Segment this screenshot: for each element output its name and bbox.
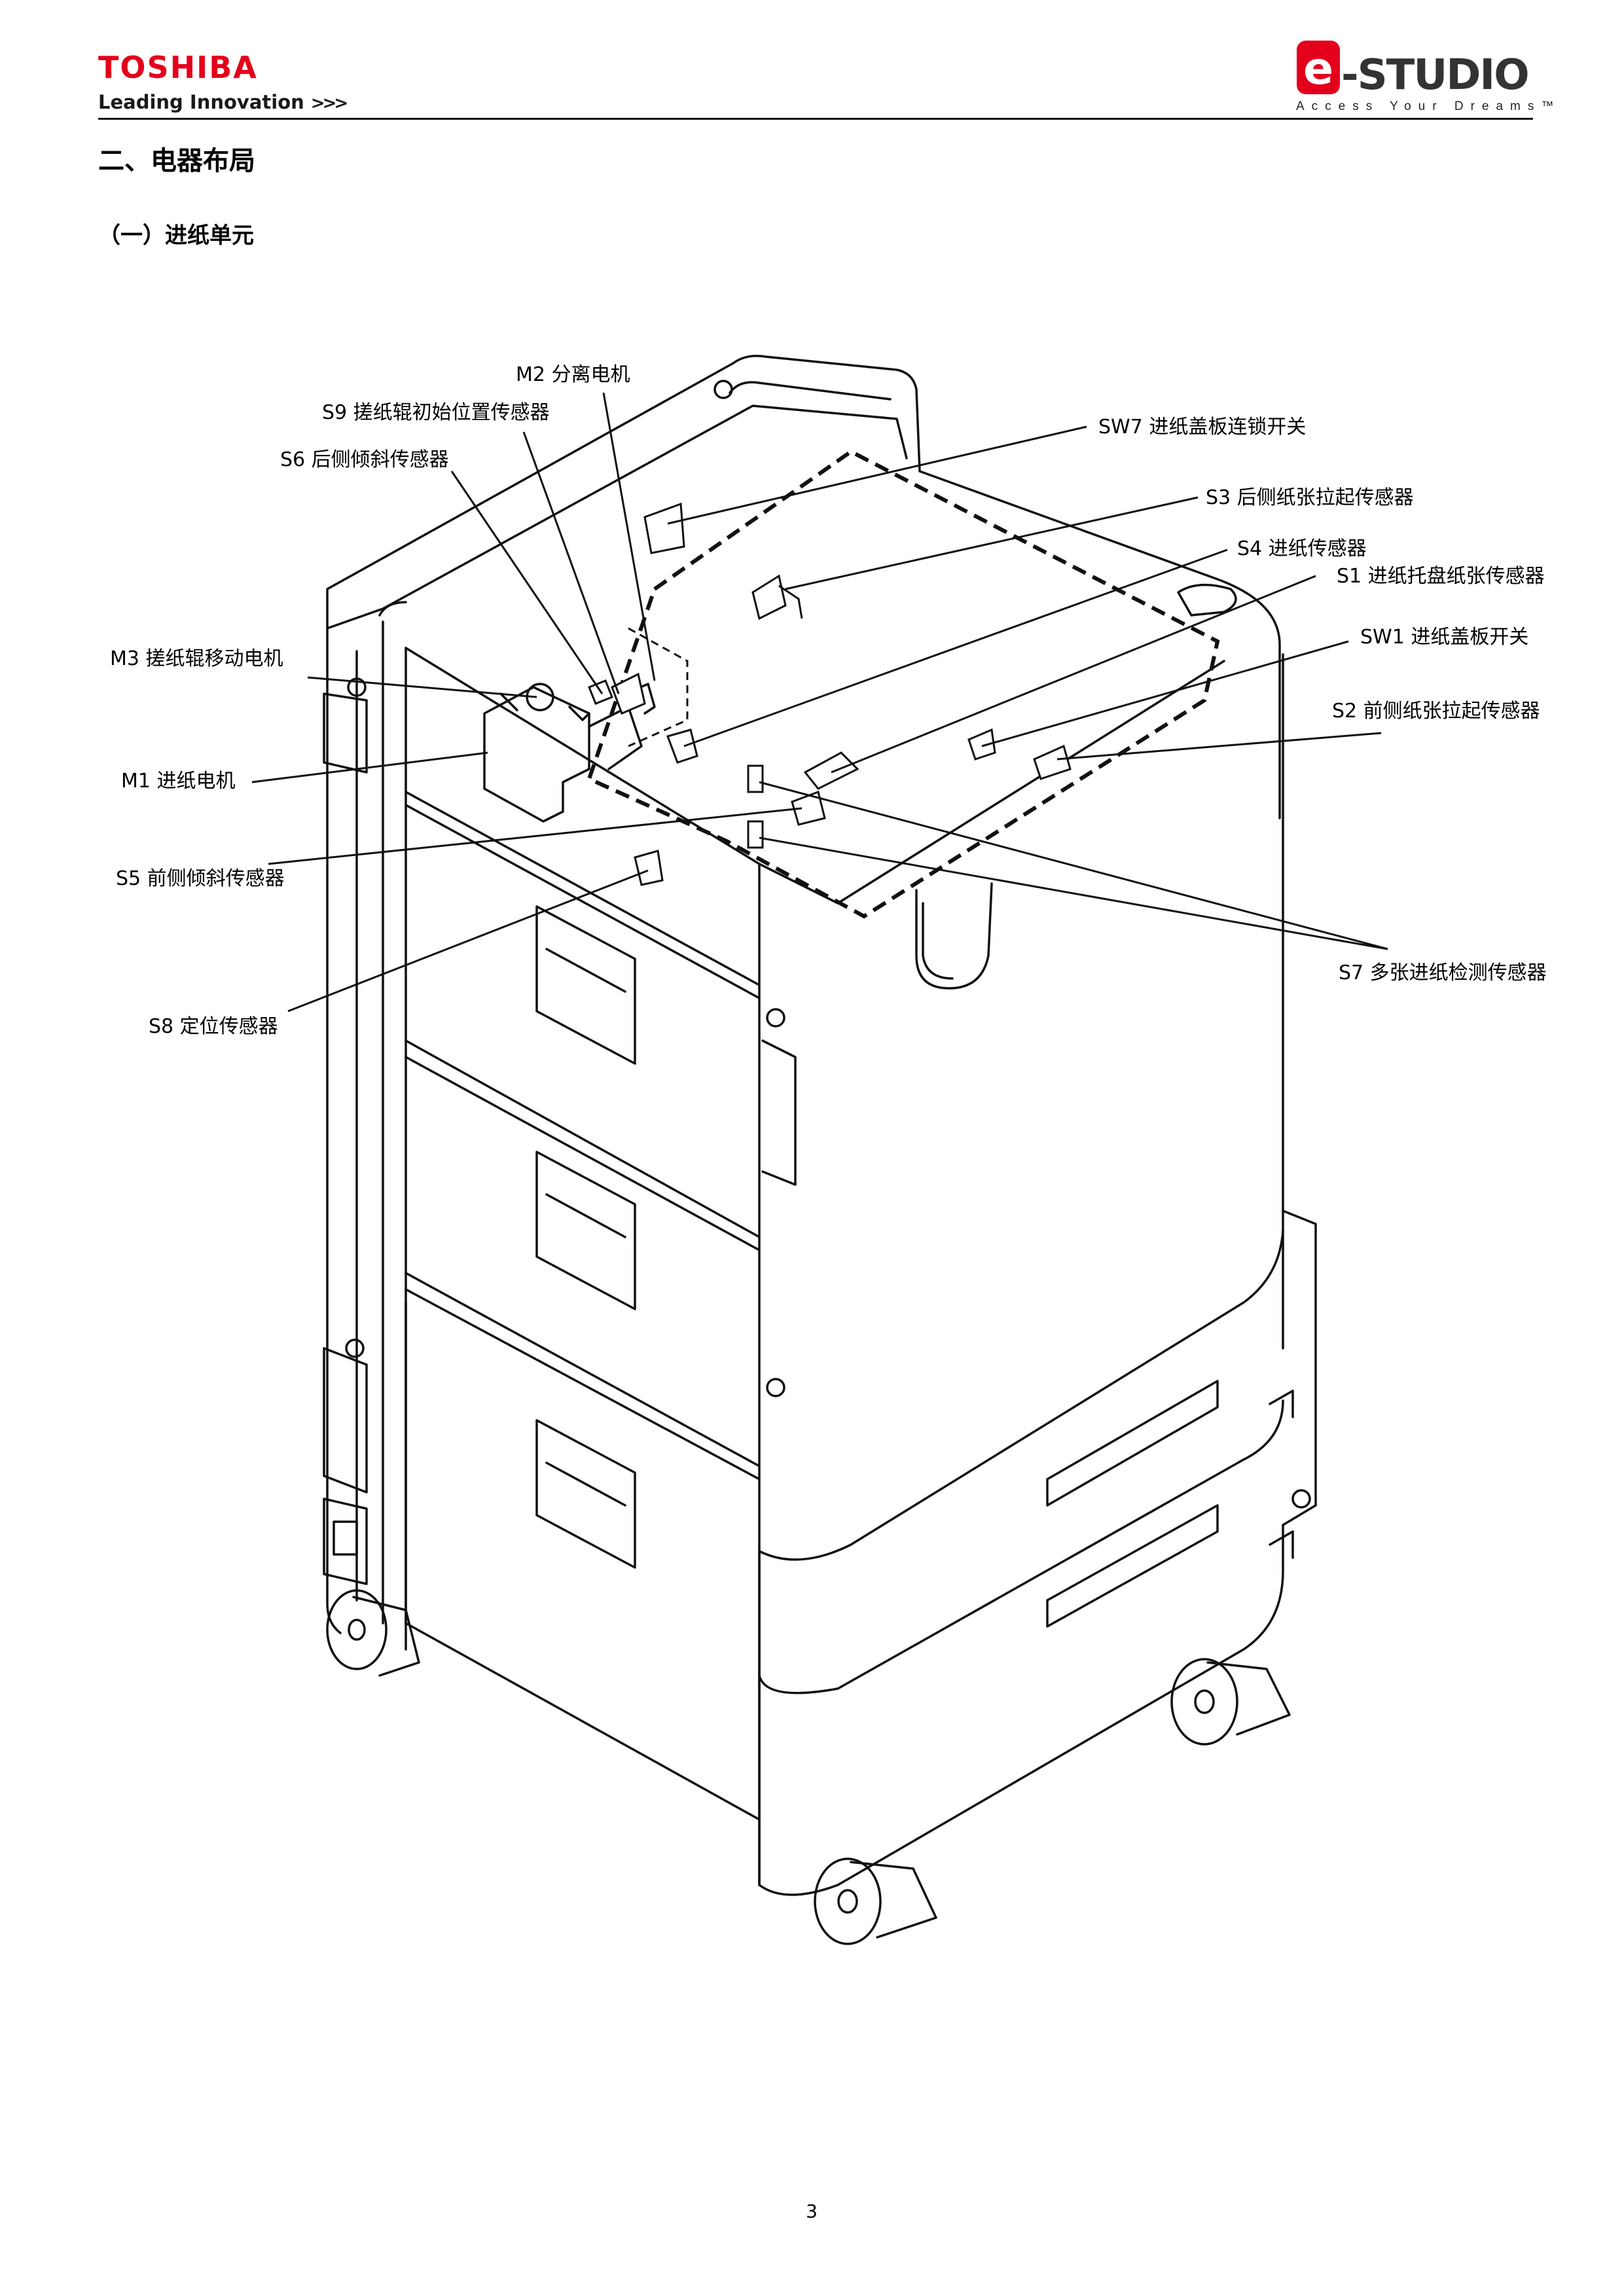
label-s5: S5 前侧倾斜传感器 — [116, 867, 285, 890]
leader-s3 — [785, 496, 1199, 590]
label-m2: M2 分离电机 — [516, 363, 630, 386]
estudio-logo-badge — [1297, 41, 1340, 94]
leader-lines — [251, 392, 1388, 1013]
header-divider — [98, 118, 1533, 120]
s8-sensor-icon — [634, 850, 664, 886]
sw1-switch-icon — [967, 728, 996, 761]
leader-sw7 — [667, 425, 1087, 525]
leader-m1 — [251, 751, 488, 783]
estudio-slogan: Access Your Dreams™ — [1296, 99, 1561, 113]
label-s2: S2 前侧纸张拉起传感器 — [1332, 700, 1540, 723]
label-m1: M1 进纸电机 — [121, 770, 236, 793]
s7-sensor-upper-icon — [747, 764, 764, 793]
leader-m3 — [307, 676, 537, 698]
tagline-chevrons: >>> — [310, 94, 348, 113]
label-s4: S4 进纸传感器 — [1237, 537, 1367, 560]
leader-s5 — [268, 807, 803, 865]
label-s8: S8 定位传感器 — [149, 1015, 278, 1038]
estudio-logo-e: e — [1303, 43, 1333, 95]
label-m3: M3 搓纸辊移动电机 — [110, 647, 283, 670]
leader-s4 — [683, 548, 1228, 747]
section-heading: 二、电器布局 — [98, 146, 255, 176]
s7-sensor-lower-icon — [747, 820, 764, 849]
s2-sensor-icon — [1033, 744, 1072, 780]
label-sw1: SW1 进纸盖板开关 — [1360, 626, 1528, 649]
s3-sensor-icon — [751, 574, 787, 620]
page-number: 3 — [806, 2200, 818, 2222]
leader-s1 — [831, 575, 1316, 774]
sensor-components — [588, 502, 1072, 886]
leader-s8 — [287, 869, 649, 1013]
feed-unit-dashed-outline — [586, 449, 1220, 919]
label-s6: S6 后侧倾斜传感器 — [280, 448, 449, 471]
sw7-switch-icon — [643, 502, 685, 554]
estudio-logo-name: -STUDIO — [1341, 51, 1528, 99]
callout-labels: M2 分离电机 S9 搓纸辊初始位置传感器 S6 后侧倾斜传感器 SW7 进纸盖… — [110, 363, 1547, 1038]
leader-s6 — [450, 471, 604, 694]
s9-sensor-icon — [611, 672, 646, 715]
label-sw7: SW7 进纸盖板连锁开关 — [1098, 416, 1306, 439]
s1-sensor-icon — [803, 751, 859, 790]
leader-s9 — [522, 431, 620, 694]
label-s3: S3 后侧纸张拉起传感器 — [1206, 486, 1414, 509]
leader-s7-lower — [759, 836, 1388, 950]
toshiba-logo: TOSHIBA — [98, 50, 258, 85]
tagline-text: Leading Innovation — [98, 91, 304, 113]
leader-s7-upper — [759, 781, 1388, 950]
s4-sensor-icon — [666, 728, 698, 764]
label-s1: S1 进纸托盘纸张传感器 — [1337, 565, 1545, 588]
leader-m2 — [602, 392, 656, 681]
leader-s2 — [1056, 732, 1382, 761]
label-s9: S9 搓纸辊初始位置传感器 — [322, 401, 550, 424]
label-s7: S7 多张进纸检测传感器 — [1339, 961, 1547, 984]
leader-sw1 — [981, 640, 1349, 747]
estudio-logo: e -STUDIO — [1297, 41, 1530, 99]
tagline: Leading Innovation >>> — [98, 91, 348, 113]
sub-heading: （一）进纸单元 — [98, 223, 254, 249]
machine-illustration — [323, 355, 1317, 1945]
